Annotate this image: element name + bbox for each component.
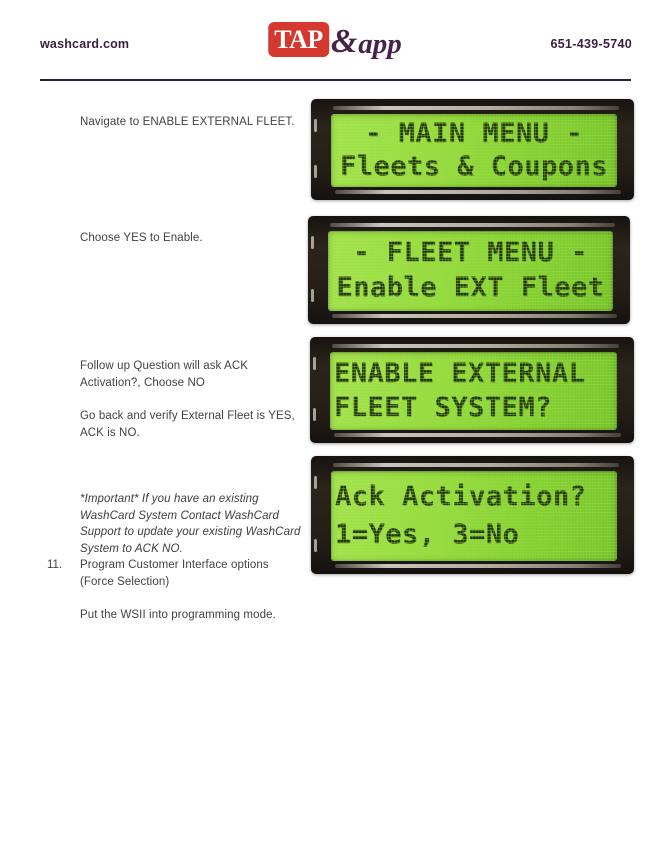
header-divider xyxy=(40,79,631,81)
lcd-screen: - FLEET MENU - Enable EXT Fleet xyxy=(328,231,613,311)
lcd-photo-ack-activation: Ack Activation? 1=Yes, 3=No xyxy=(311,456,634,574)
note-line: WashCard System Contact WashCard xyxy=(80,509,279,522)
lcd-line-1: - FLEET MENU - xyxy=(353,237,588,269)
instruction-navigate: Navigate to ENABLE EXTERNAL FLEET. xyxy=(80,114,295,131)
lcd-line-2: 1=Yes, 3=No xyxy=(335,518,520,550)
lcd-photo-main-menu: - MAIN MENU - Fleets & Coupons xyxy=(311,99,634,200)
important-note: *Important* If you have an existing Wash… xyxy=(80,491,301,557)
instruction-line: (Force Selection) xyxy=(80,575,170,588)
instruction-line: Navigate to ENABLE EXTERNAL FLEET. xyxy=(80,116,295,128)
bezel-screw-mark xyxy=(313,357,316,370)
bezel-screw-mark xyxy=(314,165,317,178)
instruction-verify: Go back and verify External Fleet is YES… xyxy=(80,408,295,441)
instruction-line: Follow up Question will ask ACK xyxy=(80,360,249,372)
logo-app-text: app xyxy=(358,27,402,60)
list-item-11: 11. Program Customer Interface options (… xyxy=(47,557,269,590)
bezel-highlight-top xyxy=(332,344,619,348)
bezel-highlight-top xyxy=(333,106,619,110)
logo-ampersand: & xyxy=(330,23,358,61)
bezel-screw-mark xyxy=(311,289,314,302)
instruction-followup: Follow up Question will ask ACK Activati… xyxy=(80,358,248,391)
lcd-line-2: Enable EXT Fleet xyxy=(336,272,605,304)
lcd-line-1: Ack Activation? xyxy=(335,480,587,512)
lcd-line-2: FLEET SYSTEM? xyxy=(334,391,552,423)
instruction-line: Go back and verify External Fleet is YES… xyxy=(80,410,295,422)
bezel-highlight-top xyxy=(330,223,615,227)
instruction-line: ACK is NO. xyxy=(80,426,140,439)
instruction-line: Put the WSII into programming mode. xyxy=(80,609,276,621)
tapapp-logo: TAP & app xyxy=(268,22,402,61)
washcard-site-text: washcard.com xyxy=(40,37,130,51)
note-line: *Important* If you have an existing xyxy=(80,493,259,505)
bezel-screw-mark xyxy=(314,476,317,489)
instruction-choose-yes: Choose YES to Enable. xyxy=(80,230,203,247)
logo-tap-badge: TAP xyxy=(268,22,329,57)
note-line: Support to update your existing WashCard xyxy=(80,526,301,539)
instruction-line: Choose YES to Enable. xyxy=(80,232,203,244)
bezel-highlight-top xyxy=(333,463,619,467)
lcd-screen: Ack Activation? 1=Yes, 3=No xyxy=(331,471,617,561)
lcd-screen: - MAIN MENU - Fleets & Coupons xyxy=(331,114,617,187)
bezel-highlight-bottom xyxy=(335,190,621,194)
bezel-screw-mark xyxy=(314,119,317,132)
bezel-screw-mark xyxy=(313,408,316,421)
list-number: 11. xyxy=(47,559,63,571)
lcd-line-1: - MAIN MENU - xyxy=(365,118,583,150)
instruction-line: Activation?, Choose NO xyxy=(80,376,205,389)
lcd-line-2: Fleets & Coupons xyxy=(339,150,609,182)
bezel-highlight-bottom xyxy=(335,564,621,568)
phone-number: 651-439-5740 xyxy=(550,37,632,51)
bezel-screw-mark xyxy=(311,236,314,249)
bezel-highlight-bottom xyxy=(332,314,617,318)
lcd-line-1: ENABLE EXTERNAL xyxy=(334,357,586,389)
lcd-photo-fleet-menu: - FLEET MENU - Enable EXT Fleet xyxy=(308,216,630,324)
bezel-highlight-bottom xyxy=(334,433,621,437)
note-line: System to ACK NO. xyxy=(80,542,183,555)
instruction-programming-mode: Put the WSII into programming mode. xyxy=(80,607,276,624)
bezel-screw-mark xyxy=(314,539,317,552)
instruction-line: Program Customer Interface options xyxy=(80,559,269,571)
lcd-screen: ENABLE EXTERNAL FLEET SYSTEM? xyxy=(330,352,617,430)
lcd-photo-enable-external: ENABLE EXTERNAL FLEET SYSTEM? xyxy=(310,337,634,443)
